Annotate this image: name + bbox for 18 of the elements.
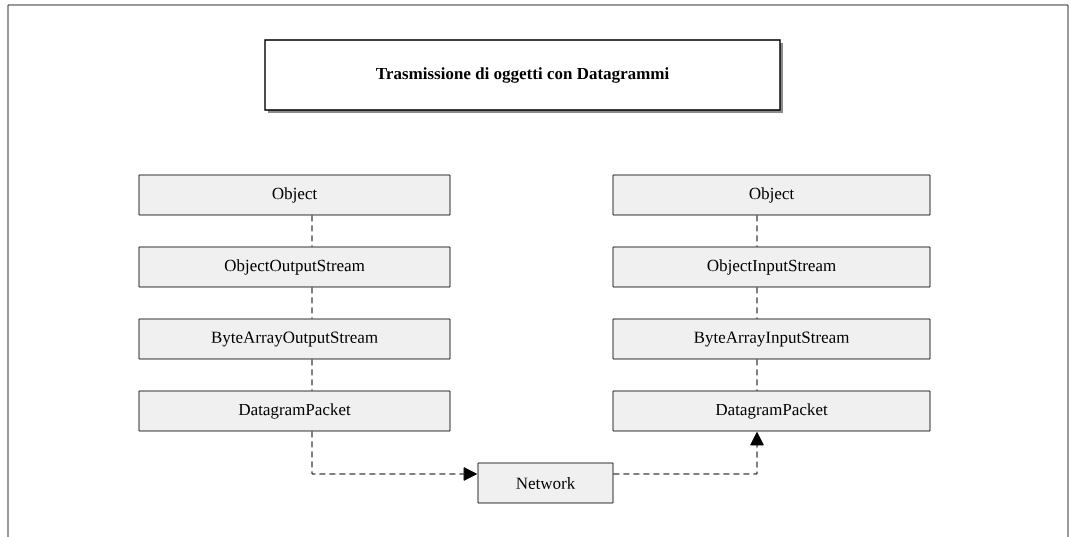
class-box: ByteArrayInputStream — [612, 318, 931, 360]
connector — [311, 286, 313, 320]
connector — [756, 286, 758, 320]
title-box: Trasmissione di oggetti con Datagrammi — [264, 39, 783, 113]
class-box: ByteArrayOutputStream — [138, 318, 451, 360]
connector — [612, 432, 764, 475]
class-box: Network — [477, 462, 614, 504]
connector — [756, 214, 758, 248]
class-box: ObjectOutputStream — [138, 246, 451, 288]
connector — [756, 358, 758, 392]
class-box: DatagramPacket — [138, 390, 451, 432]
class-box: DatagramPacket — [612, 390, 931, 432]
connector — [311, 214, 313, 248]
class-box: ObjectInputStream — [612, 246, 931, 288]
class-box: Object — [612, 174, 931, 216]
connector — [311, 430, 477, 481]
connector — [311, 358, 313, 392]
class-box: Object — [138, 174, 451, 216]
